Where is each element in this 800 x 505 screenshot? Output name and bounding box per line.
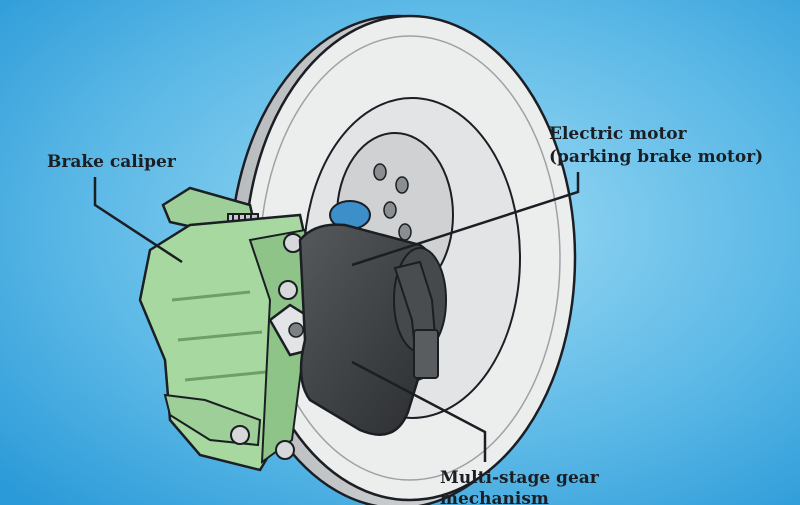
bolt-hole bbox=[395, 176, 409, 194]
label-parking-brake-motor: (parking brake motor) bbox=[549, 147, 764, 167]
bolt-hole bbox=[398, 223, 412, 241]
bolt-hole bbox=[373, 163, 387, 181]
caliper-ribs bbox=[171, 290, 267, 382]
label-electric-motor: Electric motor bbox=[549, 124, 687, 144]
leader-gear bbox=[351, 360, 487, 462]
leader-lines bbox=[93, 172, 580, 462]
connector-plug bbox=[413, 329, 439, 379]
leader-caliper bbox=[93, 177, 183, 264]
label-gear-mechanism: mechanism bbox=[440, 489, 549, 505]
label-multi-stage-gear: Multi-stage gear bbox=[440, 468, 599, 488]
gear-bracket-hole bbox=[288, 322, 304, 338]
label-brake-caliper: Brake caliper bbox=[47, 152, 176, 172]
leader-motor bbox=[351, 172, 580, 267]
caliper-bolts bbox=[230, 233, 303, 460]
bolt-hole bbox=[383, 201, 397, 219]
